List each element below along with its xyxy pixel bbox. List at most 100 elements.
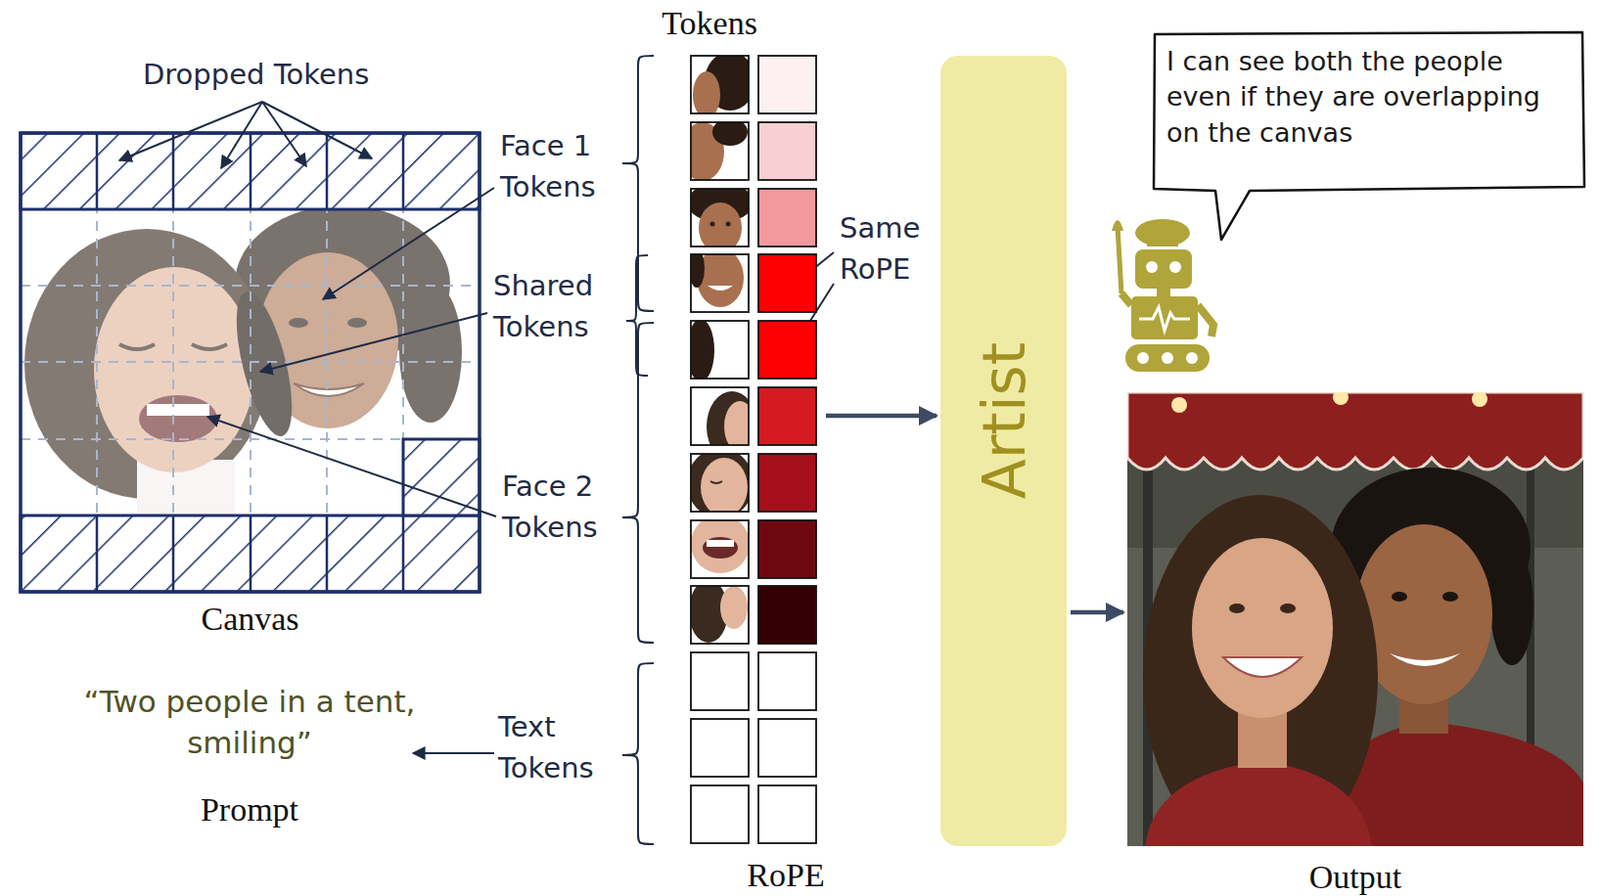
rope-cell	[758, 652, 817, 711]
robot-icon	[1161, 352, 1174, 365]
token-thumbnail	[706, 391, 758, 462]
output-photo	[1229, 603, 1245, 614]
output-photo	[1442, 592, 1459, 602]
token-thumbnail	[707, 285, 733, 291]
output-photo	[1332, 392, 1349, 406]
output-photo	[1223, 657, 1302, 678]
dropped-cell	[172, 515, 176, 593]
token-cell	[690, 652, 749, 711]
token-thumbnail	[686, 448, 754, 519]
face-collage	[191, 344, 228, 350]
output-photo	[1389, 653, 1461, 667]
rope-cell	[758, 586, 817, 644]
output-photo	[1144, 761, 1372, 847]
robot-icon	[1137, 352, 1149, 365]
leader-line	[260, 313, 488, 372]
leader-line	[221, 101, 263, 169]
face-collage	[24, 228, 270, 500]
token-thumbnail	[686, 182, 754, 254]
rope-cell	[758, 55, 817, 114]
grid-line	[20, 361, 480, 364]
grid-line	[20, 284, 480, 287]
token-sequence: TokensRoPE	[636, 3, 823, 893]
token-thumbnail	[726, 222, 732, 228]
same-rope-label: Same RoPE	[839, 207, 938, 290]
dropped-label: Dropped Tokens	[142, 53, 369, 95]
token-thumbnail	[702, 537, 738, 559]
rope-cell	[758, 55, 817, 844]
robot-icon	[1135, 219, 1190, 247]
token-thumbnail	[681, 51, 758, 644]
token-thumbnail	[690, 387, 758, 462]
output-photo	[1391, 592, 1408, 602]
dropped-cell	[20, 133, 480, 210]
dropped-cell	[402, 133, 406, 210]
robot-icon	[1139, 307, 1190, 331]
dropped-cell	[249, 515, 253, 593]
face-collage	[347, 318, 367, 328]
token-cell	[690, 520, 749, 579]
output-image: Output	[1127, 392, 1584, 892]
token-thumbnail	[690, 514, 750, 574]
token-cell	[690, 188, 749, 247]
token-thumbnail	[686, 448, 754, 519]
output-photo	[1142, 495, 1378, 847]
dropped-cell	[325, 133, 329, 210]
bracket	[622, 55, 654, 845]
face-collage	[119, 344, 155, 350]
rope-cell	[758, 454, 817, 512]
dropped-cell	[20, 133, 480, 593]
token-cell	[690, 586, 749, 644]
robot-icon	[1135, 249, 1192, 289]
flow-arrow	[825, 413, 937, 419]
face-collage	[288, 318, 309, 328]
bracket	[622, 322, 654, 643]
face2-label: Face 2 Tokens	[502, 465, 625, 549]
dropped-cell	[325, 515, 329, 593]
leader-line	[262, 101, 372, 159]
token-cell	[690, 387, 749, 446]
grid-line	[172, 133, 175, 593]
rope-heading: RoPE	[717, 856, 855, 896]
token-thumbnail	[690, 51, 756, 119]
canvas-frame: Canvas	[20, 133, 480, 642]
dropped-cell	[249, 133, 253, 210]
token-cell	[690, 454, 749, 512]
dropped-cell	[95, 515, 99, 593]
robot-icon	[1125, 344, 1210, 372]
tokens-heading: Tokens	[636, 3, 783, 44]
dropped-cell	[403, 439, 480, 516]
bracket	[622, 663, 654, 845]
token-cell	[690, 55, 749, 844]
token-thumbnail	[710, 481, 723, 484]
output-photo	[1490, 548, 1534, 666]
robot-icon	[1145, 261, 1158, 274]
token-thumbnail	[681, 118, 749, 182]
token-thumbnail	[690, 514, 750, 579]
robot-icon	[1197, 305, 1214, 337]
robot-icon	[1186, 352, 1198, 365]
rope-cell	[758, 320, 817, 379]
leader-line	[262, 101, 307, 167]
leader-line	[322, 187, 495, 300]
dropped-cell	[95, 133, 99, 210]
robot-icon	[1146, 234, 1179, 247]
output-photo	[1471, 392, 1488, 408]
token-cell	[690, 122, 749, 181]
canvas-caption: Canvas	[20, 599, 480, 640]
token-thumbnail	[688, 248, 749, 313]
robot-icon	[1121, 293, 1132, 306]
shared-label: Shared Tokens	[493, 265, 616, 348]
face-collage	[146, 404, 210, 416]
artist-label: Artist	[974, 342, 1034, 501]
leader-line	[207, 416, 497, 517]
rope-cell	[758, 122, 817, 181]
dropped-cell	[172, 133, 176, 210]
bubble-text: I can see both the people even if they a…	[1150, 30, 1587, 165]
rope-cell	[758, 520, 817, 579]
token-cell	[690, 719, 749, 778]
output-caption: Output	[1127, 858, 1584, 896]
token-thumbnail	[706, 540, 734, 548]
token-cell	[690, 785, 749, 844]
